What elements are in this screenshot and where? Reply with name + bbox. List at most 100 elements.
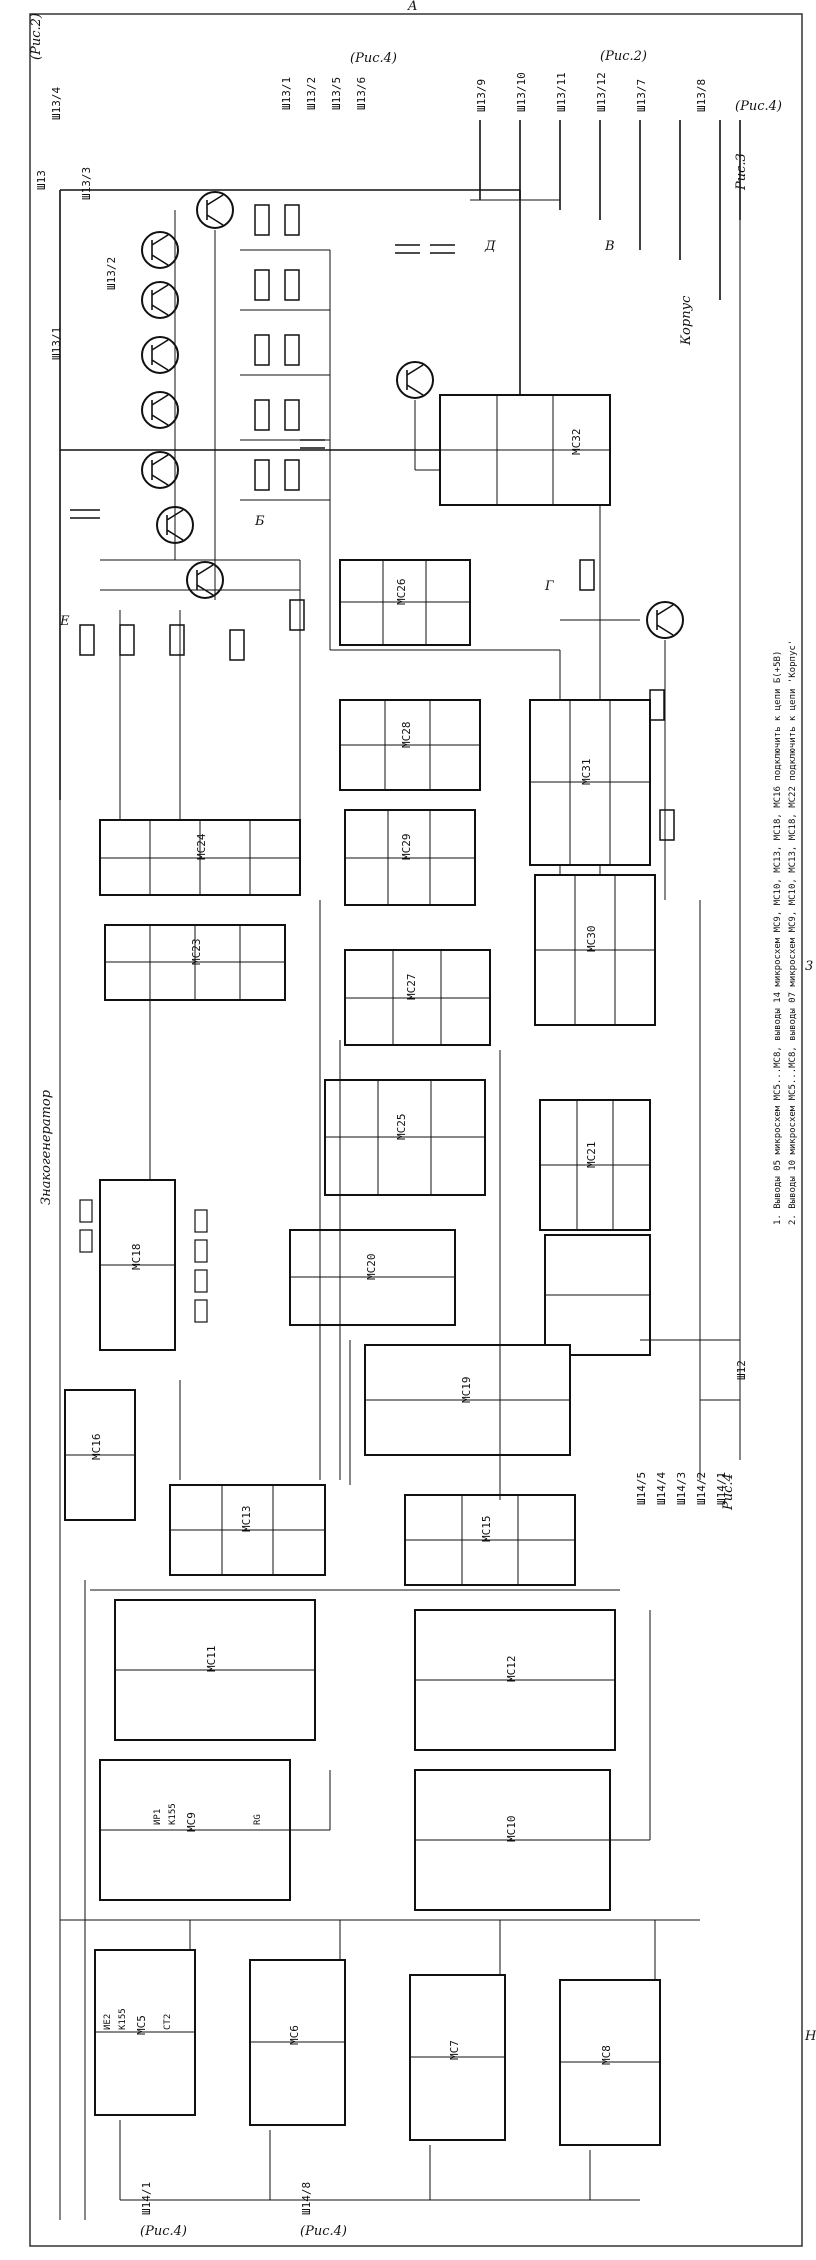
resistor-array [79,1199,208,1323]
conn-top-right-2: Ш13/10 [515,72,528,112]
transistor-t62 [186,561,224,599]
label-mc12: МС12 [505,1656,518,1683]
chip-mc8 [559,1979,661,2146]
func-mc9: ИР1 [153,1809,163,1825]
conn-bottom-right-4: Ш14/2 [695,1472,708,1505]
transistor-t61 [396,361,434,399]
ris4-label-bottom: Рис.4 [721,1473,736,1511]
label-mc11: МС11 [205,1646,218,1673]
label-mc16: МС16 [90,1434,103,1461]
chip-mc21b [544,1234,651,1356]
conn-top-right-4: Ш13/12 [595,72,608,112]
chip-mc23 [104,924,286,1001]
label-mc18: МС18 [130,1244,143,1271]
chip-mc6 [249,1959,346,2126]
label-mc20: МС20 [365,1254,378,1281]
conn-top-right-1: Ш13/9 [475,79,488,112]
transistor-t65 [141,451,179,489]
conn-top-mid-1: Ш13/1 [280,77,293,110]
ris4-label-top: (Рис.4) [350,51,397,66]
label-mc26: МС26 [395,579,408,606]
conn-top-left-5: Ш13 [35,170,48,190]
chip-mc28 [339,699,481,791]
resistor-column [79,204,675,841]
chip-mc9 [99,1759,291,1901]
chip-mc25 [324,1079,486,1196]
label-mc31: МС31 [580,759,593,786]
conn-bottom-right-2: Ш14/4 [655,1472,668,1505]
conn-top-left-3: Ш13/2 [105,257,118,290]
sheet-title: Знакогенератор [39,1089,54,1205]
label-mc7: МС7 [448,2040,461,2060]
conn-top-right-3: Ш13/11 [555,72,568,112]
chip-mc5 [94,1949,196,2116]
sym-mc9: RG [253,1814,263,1825]
sym-mc5: СТ2 [163,2014,173,2030]
top-letter: A [407,0,417,14]
chip-mc12 [414,1609,616,1751]
chip-mc31 [529,699,651,866]
label-mc8: МС8 [600,2045,613,2065]
transistor-t66 [141,391,179,429]
conn-bottom-right-5: Ш14/1 [715,1472,728,1505]
label-mc19: МС19 [460,1377,473,1404]
conn-top-right-6: Ш13/8 [695,79,708,112]
signal-g: Г [544,579,554,594]
label-mc25: МС25 [395,1114,408,1141]
chip-mc27 [344,949,491,1046]
label-mc28: МС28 [400,722,413,749]
ris3-label: Рис.3 [734,153,749,191]
conn-left-1: Ш14/1 [140,2182,153,2215]
notes-line2: 2. Выводы 10 микросхем МС5...МС8, выводы… [788,640,798,1225]
conn-top-mid-3: Ш13/5 [330,77,343,110]
conn-top-left-4: Ш13/1 [50,327,63,360]
chip-mc30 [534,874,656,1026]
ris4-label-right: (Рис.4) [735,99,782,114]
signal-d: Д [484,239,496,254]
type-mc9: К155 [168,1803,178,1825]
chip-mc11 [114,1599,316,1741]
label-mc24: МС24 [195,833,208,860]
chip-mc13-15-right [404,1494,576,1586]
chip-mc24 [99,819,301,896]
label-mc21: МС21 [585,1142,598,1169]
label-mc30: МС30 [585,926,598,953]
chip-mc7 [409,1974,506,2141]
conn-bottom-right-3: Ш14/3 [675,1472,688,1505]
label-mc15: МС15 [480,1516,493,1543]
label-mc27: МС27 [405,974,418,1001]
chip-mc13-15-left [169,1484,326,1576]
label-mc10: МС10 [505,1816,518,1843]
ris4-label-left2: (Рис.4) [300,2224,347,2239]
label-mc9: МС9 [185,1812,198,1832]
conn-left-2: Ш14/8 [300,2182,313,2215]
conn-bottom-right-1: Ш14/5 [635,1472,648,1505]
transistor-t69 [141,231,179,269]
conn-top-mid-2: Ш13/2 [305,77,318,110]
ris4-label-left1: (Рис.4) [140,2224,187,2239]
conn-top-left-2: Ш13/3 [80,167,93,200]
chip-mc20 [289,1229,456,1326]
chip-mc32 [439,394,611,506]
chip-mc19 [364,1344,571,1456]
korpus-label: Корпус [679,295,694,346]
transistor-t63 [646,601,684,639]
transistor-t70 [196,191,234,229]
chip-mc18 [99,1179,176,1351]
transistor-t67 [141,336,179,374]
type-mc5: К155 [118,2008,128,2030]
sheet-border [29,13,803,2247]
top-right-connector [470,120,741,300]
conn-bottom-right-6: Ш12 [735,1360,748,1380]
side-mark-3: 3 [805,959,813,974]
analog-output-section [59,189,684,900]
chip-mc16 [64,1389,136,1521]
conn-top-right-5: Ш13/7 [635,79,648,112]
signal-v: В [604,239,615,254]
label-mc32: МС32 [570,429,583,456]
side-mark-h: H [804,2029,816,2044]
label-mc5: МС5 [135,2015,148,2035]
chip-mc26 [339,559,471,646]
label-mc23: МС23 [190,939,203,966]
